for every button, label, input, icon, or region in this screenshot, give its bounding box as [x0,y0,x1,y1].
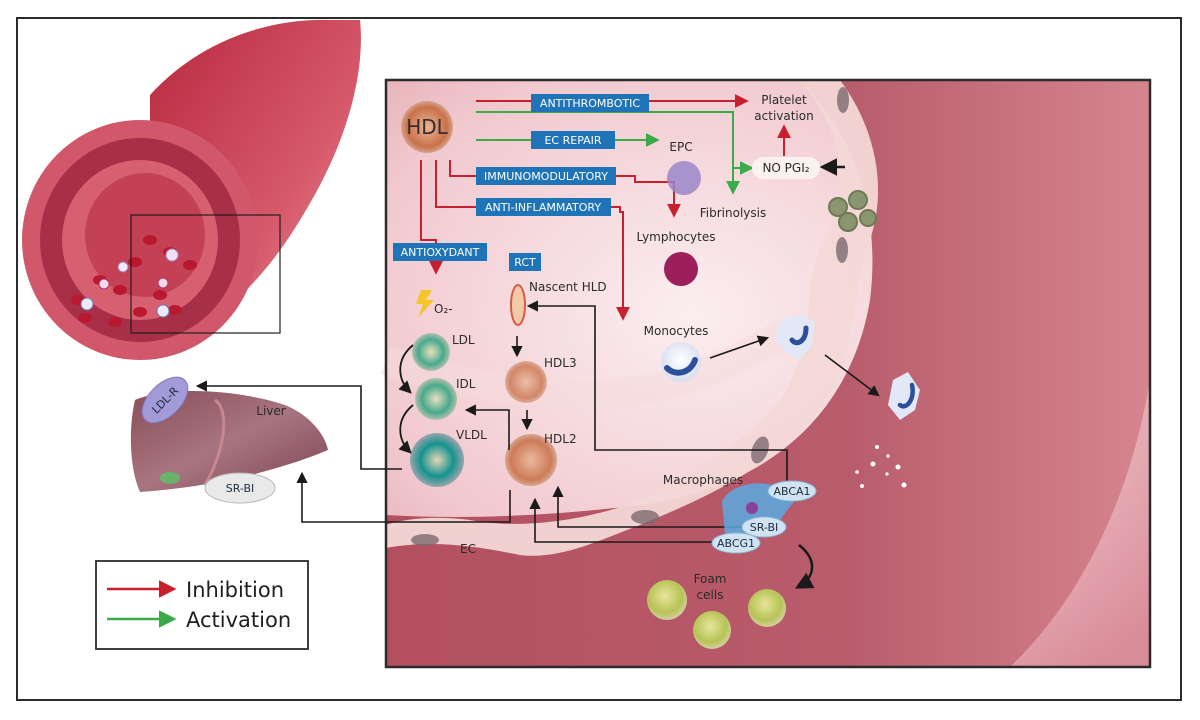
white-blood-cells [80,248,179,318]
antioxydant-box: ANTIOXYDANT [393,243,487,261]
hdl2-particle: HDL2 [505,432,577,486]
nascent-hdl: Nascent HLD [510,280,607,326]
foam-cell [748,589,786,627]
monocyte-cell [661,342,701,382]
ldl-label: LDL [452,333,475,347]
hdl3-particle: HDL3 [505,356,577,403]
platelet-activation-label-2: activation [754,109,813,123]
abca1-to-nascent-arrow [526,300,788,486]
hdl2-to-idl-arrow [464,404,510,450]
foam-cells-label: Foam [694,572,727,586]
tissue-monocyte [888,372,920,420]
zoom-region-box [130,214,281,334]
legend-box [95,560,309,650]
srbi-to-hdl2-arrow [552,485,745,528]
superoxide: O₂- [416,290,453,318]
srbi-receptor-liver: SR-BI [204,472,276,504]
platelet-aggregate [828,190,877,232]
anti-inflammatory-box: ANTI-INFLAMMATORY [476,198,611,216]
ldl-to-idl-arrow [398,344,414,394]
abcg1-receptor: ABCG1 [711,532,761,554]
foam-cell [647,580,687,620]
no-pgi2-pill: NO PGI₂ [752,157,820,179]
legend-inhibition-label: Inhibition [186,578,284,602]
idl-to-vldl-arrow [398,404,414,454]
platelet-activation-label: Platelet [761,93,807,107]
abca1-receptor: ABCA1 [767,480,817,502]
hdl-particle: HDL [401,101,453,153]
fibrinolysis-label: Fibrinolysis [700,206,766,220]
ec-label: EC [460,542,476,556]
epc-label: EPC [669,140,692,154]
abcg1-to-hdl2-arrow [529,497,717,543]
vldl-to-ldlr-arrow [195,380,402,470]
svg-text:RCT: RCT [514,256,536,269]
immunomodulatory-box: IMMUNOMODULATORY [476,167,616,185]
hdl2-label: HDL2 [544,432,577,446]
vldl-particle: VLDL [410,428,487,487]
srbi-receptor-macrophage: SR-BI [741,516,787,538]
svg-text:ANTITHROMBOTIC: ANTITHROMBOTIC [540,97,640,110]
macrophages-label: Macrophages [663,473,743,487]
svg-text:IMMUNOMODULATORY: IMMUNOMODULATORY [484,170,608,183]
nascent-hdl-label: Nascent HLD [529,280,607,294]
rct-box: RCT [509,253,541,271]
ldl-receptor: LDL-R [141,376,189,424]
svg-text:ABCA1: ABCA1 [773,485,810,498]
lightning-icon [416,290,434,318]
hdl-label: HDL [406,115,448,139]
vldl-label: VLDL [456,428,487,442]
idl-label: IDL [456,377,476,391]
svg-text:NO PGI₂: NO PGI₂ [762,161,809,175]
ec-repair-box: EC REPAIR [531,131,615,149]
o2-label: O₂- [434,302,453,316]
svg-text:ANTIOXYDANT: ANTIOXYDANT [401,246,480,259]
svg-text:EC REPAIR: EC REPAIR [544,134,601,147]
svg-text:SR-BI: SR-BI [226,482,255,495]
lymphocyte-cell [664,252,698,286]
monocyte-differentiation-arrow [824,354,880,397]
svg-text:ANTI-INFLAMMATORY: ANTI-INFLAMMATORY [485,201,601,214]
hdl3-label: HDL3 [544,356,577,370]
legend-activation-label: Activation [186,608,291,632]
anti-inflammatory-inhibition-arrow [435,160,630,321]
antithrombotic-box: ANTITHROMBOTIC [531,94,649,112]
monocytes-label: Monocytes [644,324,709,338]
foam-cell [693,611,731,649]
macrophage-to-foam-arrow [794,544,815,589]
liver: Liver [130,390,328,492]
legend: Inhibition Activation [95,560,309,650]
svg-text:ABCG1: ABCG1 [717,537,755,550]
foam-cells-label-2: cells [697,588,724,602]
svg-text:SR-BI: SR-BI [750,521,779,534]
monocyte-migration-arrow [709,335,770,359]
outer-frame [16,17,1182,701]
hdl2-to-srbi-arrow [296,471,511,523]
released-particles [855,445,907,488]
epc-cell [667,161,701,195]
liver-label: Liver [256,404,286,418]
lymphocytes-label: Lymphocytes [637,230,716,244]
ldl-particle: LDL [412,333,475,371]
zoomed-panel-border [384,78,1152,669]
migrating-monocyte [775,315,815,360]
blood-vessel-illustration [22,19,361,360]
idl-particle: IDL [415,377,476,420]
